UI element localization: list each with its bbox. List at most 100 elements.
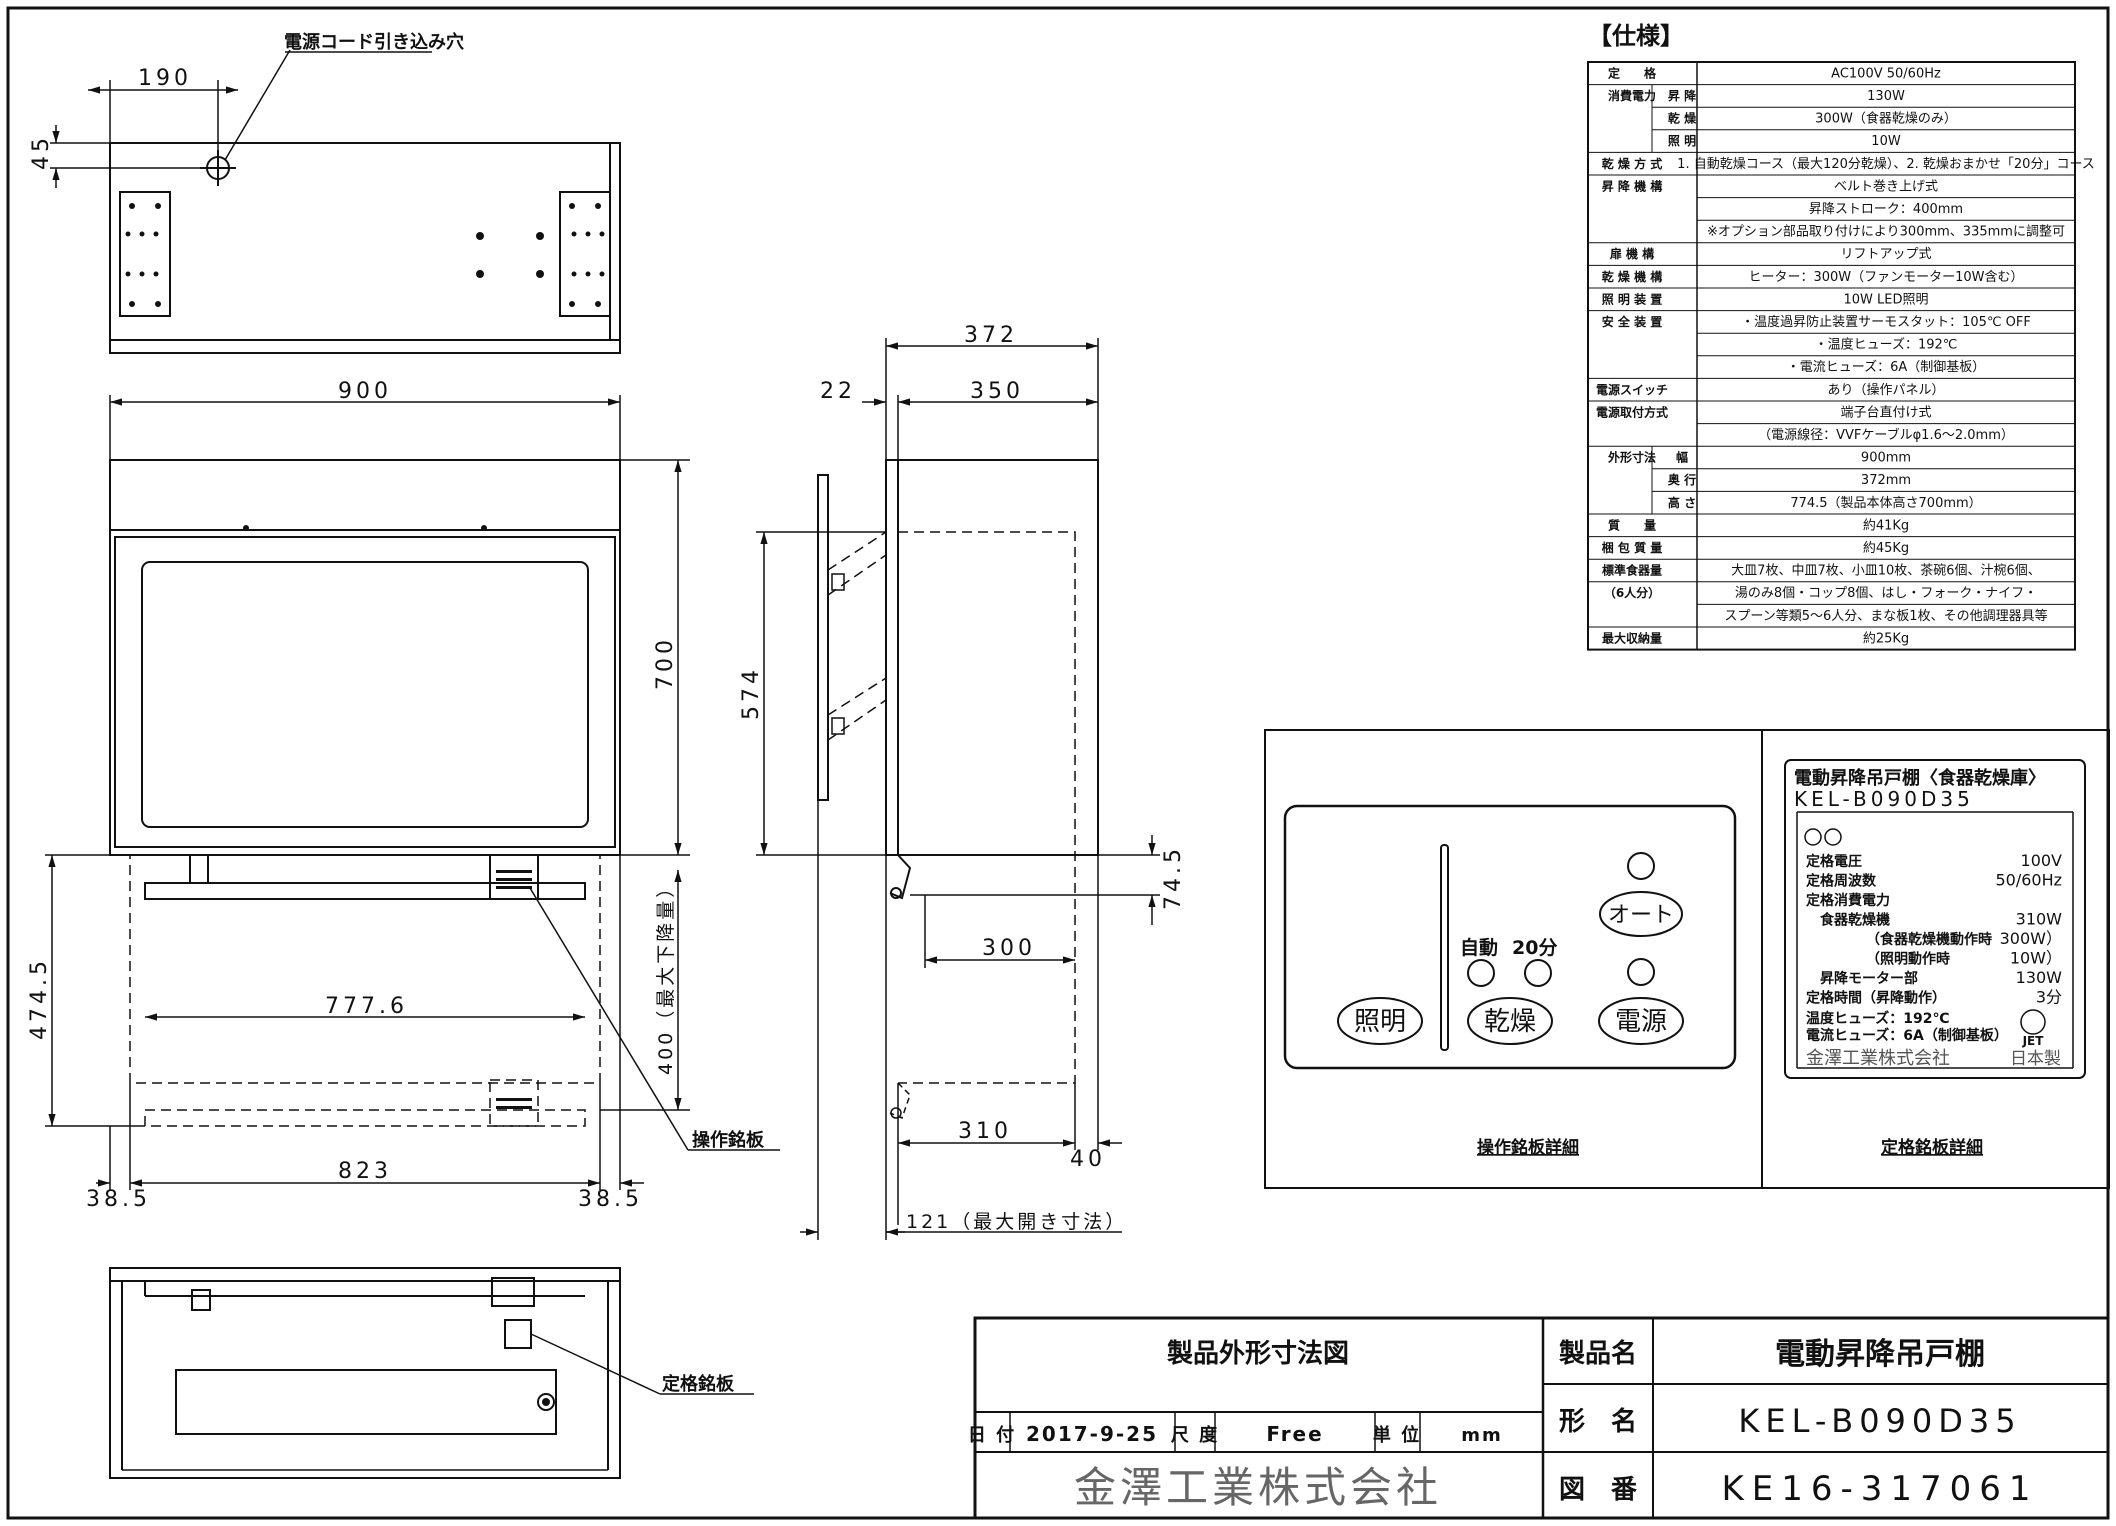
- nameplate-row-value: 310W: [2016, 910, 2063, 929]
- spec-row-value: AC100V 50/60Hz: [1831, 66, 1941, 81]
- spec-row-sublabel: 奥 行: [1668, 472, 1696, 487]
- nameplate-fuse1: 温度ヒューズ：192℃: [1806, 1010, 1950, 1027]
- spec-row-value: ヒーター：300W（ファンモーター10W含む）: [1748, 269, 2023, 285]
- spec-row-value: 372mm: [1861, 473, 1911, 488]
- nameplate-row-key: 昇降モーター部: [1820, 970, 1918, 987]
- safety-mark-icon: [1824, 828, 1842, 846]
- dim-190: [88, 80, 238, 150]
- spec-row-label: 標準食器量: [1602, 563, 1662, 578]
- pse-mark-icon: [1804, 828, 1822, 846]
- company-name: 金澤工業株式会社: [1074, 1463, 1442, 1512]
- spec-row-value: ・温度ヒューズ：192℃: [1815, 337, 1958, 353]
- top-view-holes: [125, 203, 605, 307]
- dim-400: [600, 870, 690, 1111]
- jet-mark-icon: [2020, 1009, 2046, 1035]
- nameplate-row-value: 10W）: [2010, 949, 2062, 968]
- spec-row-label: 電源取付方式: [1596, 404, 1668, 419]
- title-block: [973, 1316, 2110, 1520]
- nameplate-jet: JET: [2022, 1034, 2045, 1048]
- spec-row-value: 約41Kg: [1863, 518, 1909, 533]
- spec-row-sublabel: 幅: [1676, 450, 1688, 465]
- nameplate-line1: 電動昇降吊戸棚〈食器乾燥庫〉: [1794, 767, 2046, 789]
- front-view: [109, 459, 621, 900]
- nameplate-row-value: 130W: [2016, 968, 2063, 987]
- dim-385-left-label: 38.5: [86, 1187, 151, 1212]
- dim-574-label: 574: [739, 666, 764, 720]
- spec-row-value: 130W: [1867, 89, 1905, 104]
- nameplate-fuse2: 電流ヒューズ：6A（制御基板）: [1806, 1027, 2008, 1044]
- bottom-view: [109, 1267, 621, 1479]
- spec-row-label: 安 全 装 置: [1602, 314, 1663, 329]
- spec-row-sublabel: 昇 降: [1668, 88, 1697, 103]
- dim-310: [897, 855, 1122, 1225]
- spec-row-sublabel: 照 明: [1668, 133, 1696, 148]
- spec-row-value: 900mm: [1861, 451, 1911, 466]
- spec-row-label: 昇 降 機 構: [1602, 178, 1663, 193]
- dim-745-label: 74.5: [1161, 845, 1186, 910]
- panel-20min-text: 20分: [1512, 937, 1557, 959]
- light-button[interactable]: 照明: [1337, 997, 1423, 1045]
- nameplate-made: 日本製: [2010, 1049, 2061, 1069]
- spec-row-label: 定 格: [1608, 65, 1657, 80]
- panel-light-bar: [1440, 844, 1449, 1051]
- nameplate-row-value: 50/60Hz: [1995, 871, 2062, 890]
- drawing-number: KE16-317061: [1721, 1469, 2038, 1509]
- spec-heading: 【仕様】: [1588, 22, 1684, 50]
- rating-plate-label: 定格銘板: [662, 1373, 735, 1395]
- panel-detail-frame: [1264, 729, 2110, 1189]
- spec-row-value: 湯のみ8個・コップ8個、はし・フォーク・ナイフ・: [1735, 586, 2037, 601]
- power-button[interactable]: 電源: [1598, 997, 1684, 1045]
- spec-row-label: 電源スイッチ: [1596, 382, 1668, 397]
- led-20min-indicator: [1524, 959, 1552, 987]
- spec-row-sublabel: 高 さ: [1668, 495, 1696, 510]
- power-button-label: 電源: [1615, 1007, 1667, 1037]
- spec-row-value: 300W（食器乾燥のみ）: [1815, 111, 1957, 127]
- dim-121: [800, 800, 1122, 1240]
- spec-row-label: 乾 燥 方 式: [1602, 156, 1663, 171]
- spec-row-value: ・温度過昇防止装置サーモスタット：105℃ OFF: [1741, 314, 2031, 330]
- auto-button[interactable]: オート: [1599, 891, 1683, 937]
- side-view: [817, 459, 1099, 900]
- spec-row-label: 梱 包 質 量: [1602, 540, 1663, 555]
- dry-button[interactable]: 乾燥: [1467, 997, 1553, 1045]
- dim-7776-label: 777.6: [325, 994, 408, 1019]
- dim-574: [756, 531, 886, 856]
- auto-button-label: オート: [1608, 903, 1674, 928]
- dim-372-label: 372: [964, 323, 1018, 348]
- dim-900-label: 900: [338, 379, 392, 404]
- drawing-title: 製品外形寸法図: [1167, 1339, 1349, 1369]
- spec-row-value: 約25Kg: [1863, 631, 1909, 646]
- nameplate-row-value: 100V: [2021, 851, 2063, 870]
- spec-row-value: 1. 自動乾燥コース（最大120分乾燥）、2. 乾燥おまかせ「20分」コース: [1677, 157, 2095, 172]
- product-label: 製品名: [1559, 1338, 1637, 1369]
- screw-icon: [537, 1393, 555, 1411]
- spec-row-value: スプーン等類5〜6人分、まな板1枚、その他調理器具等: [1724, 608, 2047, 624]
- drawing-no-label: 図 番: [1559, 1475, 1638, 1505]
- dim-700: [620, 459, 690, 856]
- nameplate-company: 金澤工業株式会社: [1806, 1048, 1950, 1069]
- panel-auto-text: 自動: [1460, 936, 1498, 959]
- dim-900: [109, 395, 621, 460]
- nameplate-row-value: 3分: [2036, 988, 2062, 1007]
- dim-823-label: 823: [338, 1159, 392, 1184]
- dim-45-label: 45: [29, 134, 54, 170]
- led-power-indicator: [1627, 958, 1655, 986]
- product-name: 電動昇降吊戸棚: [1775, 1337, 1985, 1372]
- dim-4745-label: 474.5: [27, 957, 52, 1040]
- spec-row-value: 約45Kg: [1863, 541, 1909, 556]
- spec-row-label: 消費電力: [1608, 88, 1656, 103]
- top-view: [109, 142, 621, 354]
- spec-row-label: （6人分）: [1604, 585, 1660, 600]
- dim-350-label: 350: [970, 379, 1024, 404]
- dim-745: [910, 835, 1160, 925]
- spec-row-value: 10W: [1871, 134, 1901, 149]
- scale-label: 尺 度: [1171, 1424, 1219, 1446]
- spec-row-label: 最大収納量: [1602, 630, 1662, 645]
- dim-45: [50, 125, 200, 188]
- spec-row-value: ・電流ヒューズ：6A（制御基板）: [1787, 359, 1986, 375]
- dim-300-label: 300: [982, 936, 1036, 961]
- spec-row-value: ※オプション部品取り付けにより300mm、335mmに調整可: [1707, 225, 2065, 240]
